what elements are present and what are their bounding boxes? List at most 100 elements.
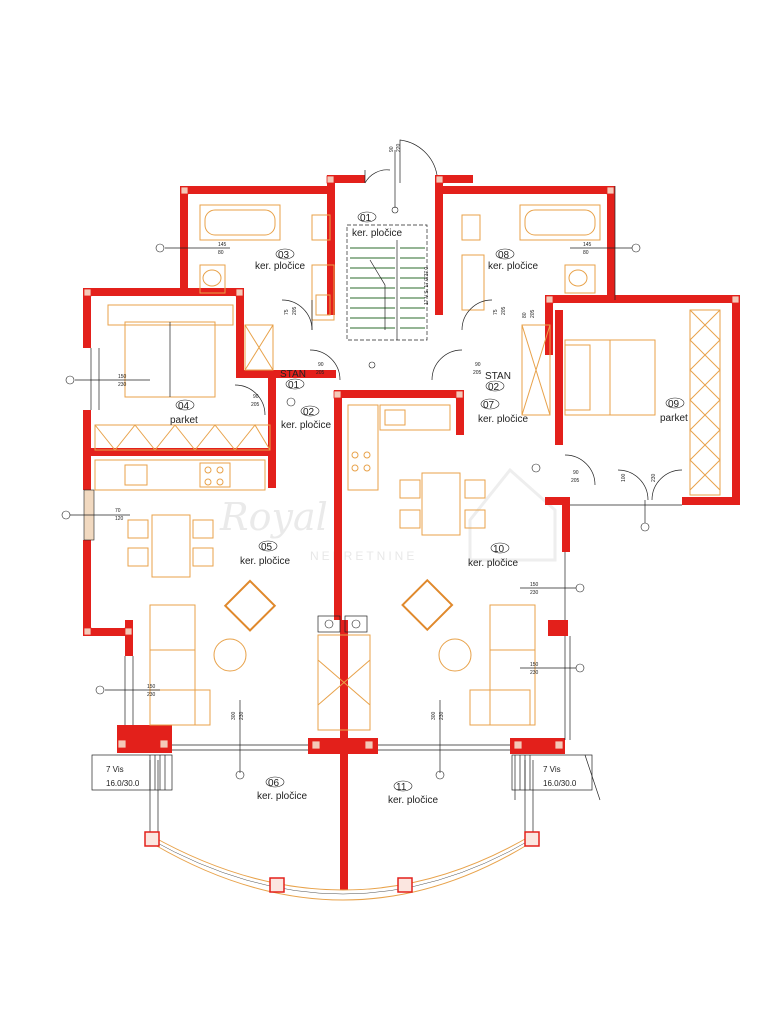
room-floor: ker. pločice <box>388 795 438 806</box>
svg-text:80: 80 <box>522 312 528 318</box>
dim-w150d: 150 230 <box>520 662 585 676</box>
stan-right: STAN 02 <box>485 371 511 393</box>
bedroom-left <box>94 304 274 451</box>
bathroom-left <box>199 204 335 331</box>
dim-w150c: 150 230 <box>520 582 585 596</box>
room-01-top: 01 ker. pločice <box>352 211 402 239</box>
room-number: 05 <box>261 542 273 553</box>
dim-w2: 145 80 <box>570 242 641 256</box>
svg-text:100: 100 <box>621 473 627 482</box>
living-left <box>94 459 277 726</box>
svg-text:150: 150 <box>118 374 127 380</box>
dim-w70: 70 120 <box>61 508 130 522</box>
dim-d90c: 90 205 <box>251 394 296 408</box>
room-number: 08 <box>498 250 510 261</box>
room-floor: parket <box>660 413 688 424</box>
dim-d90d: 90 205 <box>531 463 580 484</box>
svg-text:205: 205 <box>571 478 580 484</box>
watermark-sub: NEKRETNINE <box>310 549 417 563</box>
stairs-line1: 7 Vis <box>543 765 561 774</box>
svg-text:205: 205 <box>251 402 260 408</box>
svg-text:150: 150 <box>530 662 539 668</box>
dim-w150a: 150 230 <box>65 374 150 388</box>
svg-text:145: 145 <box>218 242 227 248</box>
dim-d90a: 90 205 <box>316 362 325 376</box>
svg-text:145: 145 <box>583 242 592 248</box>
svg-text:205: 205 <box>316 370 325 376</box>
room-04: 04 parket <box>170 399 198 426</box>
room-floor: ker. pločice <box>240 556 290 567</box>
watermark-brand: Royal <box>219 495 328 539</box>
svg-text:205: 205 <box>530 309 536 318</box>
room-floor: ker. pločice <box>352 228 402 239</box>
svg-text:75: 75 <box>493 309 499 315</box>
svg-text:120: 120 <box>115 516 124 522</box>
dim-w1: 145 80 <box>155 242 230 256</box>
room-11: 11 ker. pločice <box>388 780 438 806</box>
svg-text:230: 230 <box>439 711 445 720</box>
room-floor: ker. pločice <box>255 261 305 272</box>
dim-d75b: 75 205 <box>493 306 507 315</box>
svg-text:230: 230 <box>530 670 539 676</box>
svg-text:205: 205 <box>473 370 482 376</box>
svg-text:230: 230 <box>147 692 156 698</box>
room-02: 02 ker. pločice <box>281 405 331 431</box>
stairs-line1: 7 Vis <box>106 765 124 774</box>
room-number: 03 <box>278 250 290 261</box>
stairs-line2: 16.0/30.0 <box>543 779 577 788</box>
walls <box>83 175 740 890</box>
dim-d80: 80 205 <box>522 309 536 318</box>
room-number: 10 <box>493 544 505 555</box>
bedroom-right <box>521 309 721 532</box>
room-floor: ker. pločice <box>478 414 528 425</box>
room-number: 07 <box>483 400 495 411</box>
svg-text:75: 75 <box>284 309 290 315</box>
room-number: 01 <box>360 213 372 224</box>
stan-title: STAN <box>280 369 306 380</box>
svg-text:90: 90 <box>475 362 481 368</box>
svg-text:230: 230 <box>239 711 245 720</box>
dim-w300a: 300 230 <box>231 700 245 780</box>
room-08: 08 ker. pločice <box>488 248 538 272</box>
stan-number: 02 <box>488 382 500 393</box>
svg-text:80: 80 <box>218 250 224 256</box>
room-number: 11 <box>396 782 407 793</box>
room-09: 09 parket <box>660 397 688 424</box>
room-floor: ker. pločice <box>257 791 307 802</box>
dim-w150b: 150 230 <box>95 684 160 698</box>
svg-text:300: 300 <box>231 711 237 720</box>
bathroom-right <box>461 204 601 331</box>
svg-text:230: 230 <box>651 473 657 482</box>
stairwell: 17 V.S. 17.0/27.0 90 220 <box>346 139 438 341</box>
stan-title: STAN <box>485 371 511 382</box>
room-05: 05 ker. pločice <box>240 540 290 567</box>
room-number: 09 <box>668 399 680 410</box>
flat-doors <box>309 349 463 381</box>
dim-d75a: 75 205 <box>284 306 298 315</box>
dim-d90b: 90 205 <box>473 362 482 376</box>
svg-text:90: 90 <box>318 362 324 368</box>
room-floor: ker. pločice <box>488 261 538 272</box>
terrace <box>91 754 601 901</box>
dimensions: 145 80 145 80 75 205 75 205 90 205 90 20… <box>61 242 657 780</box>
dim-door-top-b: 220 <box>396 143 402 152</box>
room-floor: parket <box>170 415 198 426</box>
svg-text:70: 70 <box>115 508 121 514</box>
wall-joints <box>83 175 740 750</box>
svg-text:150: 150 <box>147 684 156 690</box>
living-right <box>317 404 536 731</box>
svg-text:150: 150 <box>530 582 539 588</box>
stairs-line2: 16.0/30.0 <box>106 779 140 788</box>
svg-text:90: 90 <box>253 394 259 400</box>
svg-text:300: 300 <box>431 711 437 720</box>
room-number: 06 <box>268 778 280 789</box>
svg-text:80: 80 <box>583 250 589 256</box>
stairs-right-label: 7 Vis 16.0/30.0 <box>543 765 577 788</box>
svg-text:205: 205 <box>292 306 298 315</box>
room-labels: 01 ker. pločice 03 ker. pločice 08 ker. … <box>106 211 688 806</box>
room-07: 07 ker. pločice <box>478 398 528 425</box>
svg-text:230: 230 <box>118 382 127 388</box>
room-floor: ker. pločice <box>281 420 331 431</box>
dim-d100: 100 230 <box>621 473 657 482</box>
